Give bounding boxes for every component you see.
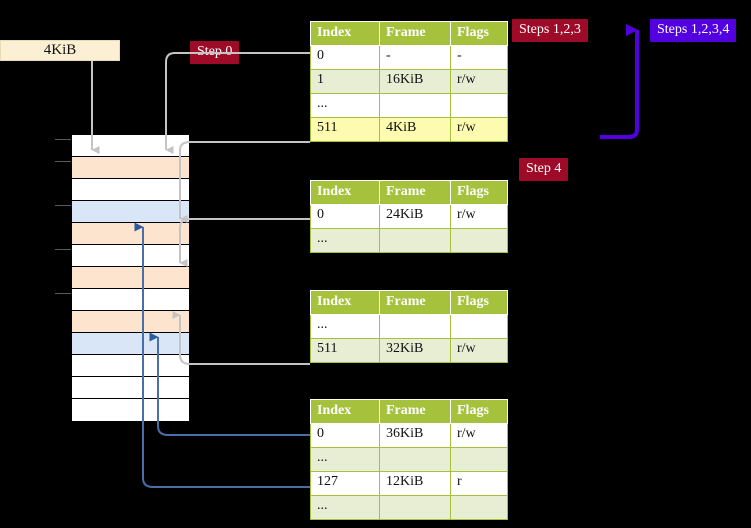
cell-flags: r/w: [450, 69, 508, 94]
page-table-pt: Index Frame Flags 0 36KiB r/w ... 127 12…: [310, 399, 508, 520]
mem-row: [72, 289, 189, 311]
page-table-pdpt: Index Frame Flags 0 24KiB r/w ...: [310, 180, 508, 253]
mem-row: [72, 179, 189, 201]
column-header-index: Index: [310, 399, 380, 424]
cell-frame: [379, 447, 451, 472]
table-row: 511 4KiB r/w: [310, 117, 508, 142]
cell-index: ...: [310, 447, 380, 472]
mem-row: [72, 333, 189, 355]
mem-row: [72, 223, 189, 245]
cell-flags: [450, 93, 508, 118]
cell-frame: -: [379, 45, 451, 70]
cell-index: ...: [310, 93, 380, 118]
badge-step-4: Step 4: [519, 158, 569, 181]
column-header-flags: Flags: [450, 399, 508, 424]
frame-tick: [55, 249, 71, 250]
cell-index: 127: [310, 471, 380, 496]
column-header-index: Index: [310, 290, 380, 315]
cell-frame: 16KiB: [379, 69, 451, 94]
cell-flags: -: [450, 45, 508, 70]
column-header-flags: Flags: [450, 180, 508, 205]
badge-steps-1234: Steps 1,2,3,4: [650, 19, 737, 42]
page-table-pd: Index Frame Flags ... 511 32KiB r/w: [310, 290, 508, 363]
mem-row: [72, 377, 189, 399]
table-row: ...: [310, 314, 508, 339]
cell-frame: [379, 314, 451, 339]
cell-index: 0: [310, 45, 380, 70]
column-header-index: Index: [310, 21, 380, 46]
cell-index: 0: [310, 204, 380, 229]
mem-row: [72, 201, 189, 223]
cell-index: ...: [310, 314, 380, 339]
cell-frame: [379, 228, 451, 253]
steps-loop-arrow: [600, 24, 639, 139]
cell-index: ...: [310, 228, 380, 253]
cell-frame: 32KiB: [379, 338, 451, 363]
mem-row: [72, 355, 189, 377]
table-row: ...: [310, 495, 508, 520]
mem-row: [72, 399, 189, 421]
cell-frame: 12KiB: [379, 471, 451, 496]
badge-steps-123: Steps 1,2,3: [512, 19, 588, 42]
cell-index: 1: [310, 69, 380, 94]
cell-flags: r/w: [450, 204, 508, 229]
cell-frame: [379, 495, 451, 520]
cell-flags: [450, 228, 508, 253]
connector-pd-to-pt-frame: [172, 311, 310, 365]
frame-tick: [55, 205, 71, 206]
cell-flags: [450, 495, 508, 520]
mem-row: [72, 267, 189, 289]
column-header-frame: Frame: [379, 399, 451, 424]
mem-row: [72, 157, 189, 179]
table-row: 0 24KiB r/w: [310, 204, 508, 229]
cell-flags: [450, 314, 508, 339]
frame-tick: [55, 161, 71, 162]
column-header-flags: Flags: [450, 21, 508, 46]
frame-tick: [55, 293, 71, 294]
cell-index: 511: [310, 117, 380, 142]
cell-frame: 36KiB: [379, 423, 451, 448]
table-row: ...: [310, 93, 508, 118]
cell-frame: 24KiB: [379, 204, 451, 229]
connector-pdpt-to-pd-frame: [179, 218, 310, 267]
mem-row: [72, 311, 189, 333]
mem-row: [72, 135, 189, 157]
column-header-frame: Frame: [379, 21, 451, 46]
column-header-frame: Frame: [379, 180, 451, 205]
frame-tick: [55, 139, 71, 140]
column-header-flags: Flags: [450, 290, 508, 315]
table-row: 1 16KiB r/w: [310, 69, 508, 94]
cell-flags: [450, 447, 508, 472]
table-row: 127 12KiB r: [310, 471, 508, 496]
table-row: ...: [310, 447, 508, 472]
memory-frames-grid: [71, 134, 190, 421]
table-row: 0 - -: [310, 45, 508, 70]
connector-pml4-to-pdpt-frame: [179, 141, 310, 223]
cell-frame: 4KiB: [379, 117, 451, 142]
cell-flags: r/w: [450, 117, 508, 142]
cell-index: ...: [310, 495, 380, 520]
table-row: 0 36KiB r/w: [310, 423, 508, 448]
badge-step-0: Step 0: [190, 41, 240, 64]
cell-index: 0: [310, 423, 380, 448]
page-table-pml4: Index Frame Flags 0 - - 1 16KiB r/w ...: [310, 21, 508, 142]
cell-index: 511: [310, 338, 380, 363]
table-row: ...: [310, 228, 508, 253]
cell-flags: r/w: [450, 338, 508, 363]
table-row: 511 32KiB r/w: [310, 338, 508, 363]
column-header-frame: Frame: [379, 290, 451, 315]
size-label-4kib: 4KiB: [0, 40, 120, 61]
column-header-index: Index: [310, 180, 380, 205]
cell-flags: r: [450, 471, 508, 496]
mem-row: [72, 245, 189, 267]
cell-flags: r/w: [450, 423, 508, 448]
cell-frame: [379, 93, 451, 118]
